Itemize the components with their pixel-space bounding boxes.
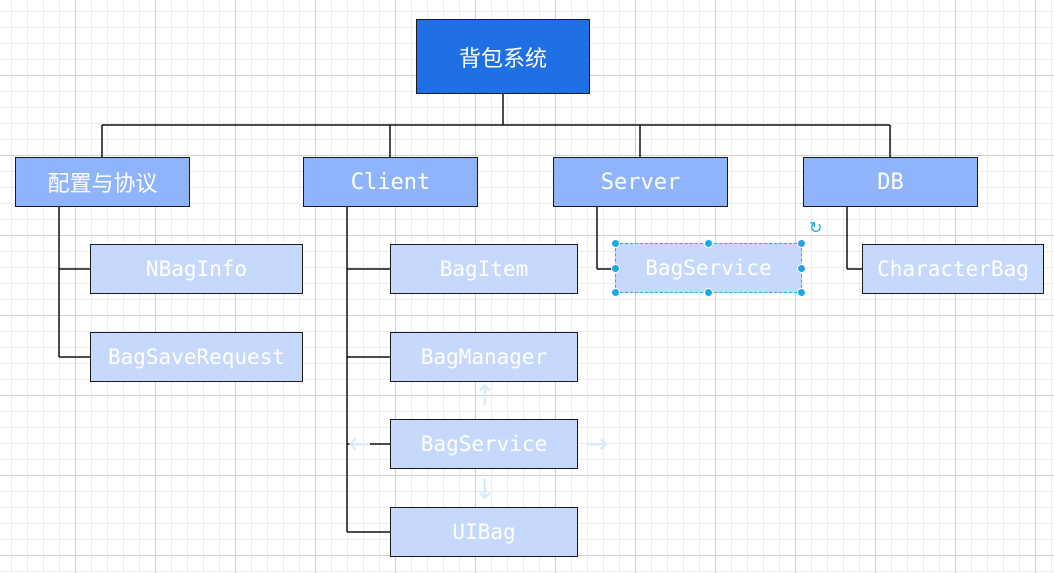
node-label: BagSaveRequest: [107, 345, 285, 369]
leaf-node-nbaginfo[interactable]: NBagInfo: [90, 244, 303, 294]
category-node-db[interactable]: DB: [803, 157, 978, 207]
add-node-left-arrow-icon[interactable]: ←: [348, 427, 372, 460]
add-node-down-arrow-icon[interactable]: ↓: [473, 473, 497, 506]
resize-handle-top-right-icon[interactable]: [797, 239, 806, 248]
resize-handle-bottom-right-icon[interactable]: [797, 288, 806, 297]
node-label: UIBag: [452, 520, 516, 544]
node-label: BagManager: [420, 345, 548, 369]
leaf-node-bagmanager[interactable]: BagManager: [390, 332, 578, 382]
node-label: DB: [877, 169, 904, 195]
resize-handle-bottom-left-icon[interactable]: [611, 288, 620, 297]
leaf-node-bagsaverequest[interactable]: BagSaveRequest: [90, 332, 303, 382]
category-node-client[interactable]: Client: [303, 157, 478, 207]
node-label: BagService: [645, 256, 772, 280]
node-label: Client: [350, 169, 431, 195]
add-node-right-arrow-icon[interactable]: →: [585, 427, 609, 460]
node-label: CharacterBag: [877, 257, 1029, 281]
node-label: 背包系统: [458, 46, 547, 72]
resize-handle-middle-right-icon[interactable]: [797, 264, 806, 273]
category-node-server[interactable]: Server: [553, 157, 728, 207]
add-node-up-arrow-icon[interactable]: ↑: [473, 379, 497, 412]
leaf-node-bagitem[interactable]: BagItem: [390, 244, 578, 294]
resize-handle-top-middle-icon[interactable]: [704, 239, 713, 248]
node-label: NBagInfo: [145, 257, 248, 281]
category-node-config-protocol[interactable]: 配置与协议: [15, 157, 190, 207]
node-label: BagItem: [439, 257, 529, 281]
node-label: 配置与协议: [47, 172, 158, 197]
leaf-node-server-bagservice[interactable]: BagService: [615, 243, 802, 293]
leaf-node-uibag[interactable]: UIBag: [390, 507, 578, 557]
rotate-icon[interactable]: ↻: [809, 218, 823, 237]
leaf-node-characterbag[interactable]: CharacterBag: [862, 244, 1044, 294]
resize-handle-top-left-icon[interactable]: [611, 239, 620, 248]
root-node-bag-system[interactable]: 背包系统: [416, 19, 590, 94]
resize-handle-bottom-middle-icon[interactable]: [704, 288, 713, 297]
leaf-node-client-bagservice[interactable]: BagService: [390, 419, 578, 469]
node-label: Server: [600, 169, 681, 195]
resize-handle-middle-left-icon[interactable]: [611, 264, 620, 273]
node-label: BagService: [420, 432, 548, 456]
